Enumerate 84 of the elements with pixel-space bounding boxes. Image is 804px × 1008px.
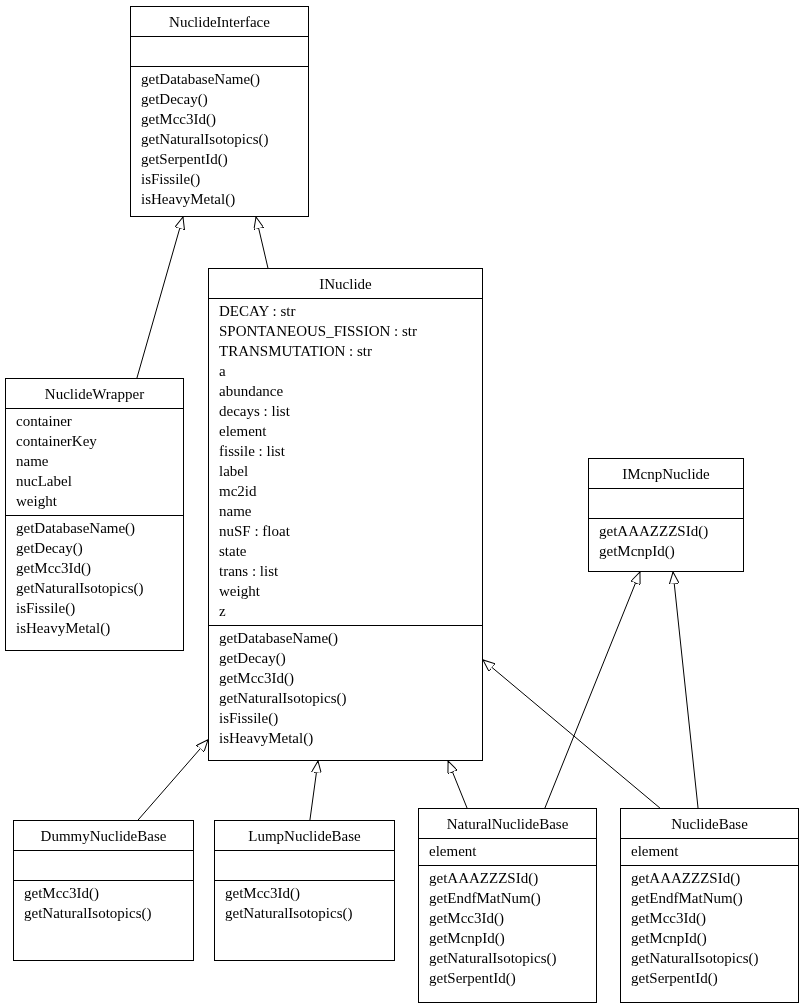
- method-text: getDecay(): [141, 90, 208, 109]
- attribute-text: z: [219, 602, 226, 621]
- class-name: NuclideBase: [671, 815, 748, 834]
- inheritance-arrow: [668, 571, 699, 809]
- method-text: getMcc3Id(): [219, 669, 294, 688]
- method-text: getSerpentId(): [141, 150, 228, 169]
- attribute-text: state: [219, 542, 247, 561]
- inheritance-arrow: [309, 760, 322, 821]
- method-text: getDatabaseName(): [141, 70, 261, 89]
- method-text: getAAAZZZSId(): [429, 869, 539, 888]
- class-box: [214, 820, 395, 961]
- class-name: NaturalNuclideBase: [446, 815, 569, 834]
- method-text: isFissile(): [141, 170, 201, 189]
- class-name: NuclideInterface: [169, 13, 270, 32]
- method-text: getAAAZZZSId(): [599, 522, 709, 541]
- method-text: getDecay(): [219, 649, 286, 668]
- method-text: getMcc3Id(): [225, 884, 300, 903]
- inheritance-arrow: [482, 659, 661, 809]
- method-text: getNaturalIsotopics(): [429, 949, 557, 968]
- method-text: getEndfMatNum(): [429, 889, 541, 908]
- class-name: DummyNuclideBase: [40, 827, 167, 846]
- method-text: getNaturalIsotopics(): [24, 904, 152, 923]
- attribute-text: nucLabel: [16, 472, 72, 491]
- method-text: getDatabaseName(): [16, 519, 136, 538]
- class-box: [208, 268, 483, 761]
- method-text: getMcnpId(): [429, 929, 505, 948]
- attribute-text: element: [429, 842, 477, 861]
- class-name: NuclideWrapper: [44, 385, 145, 404]
- inheritance-arrow: [447, 760, 468, 809]
- method-text: isFissile(): [16, 599, 76, 618]
- attribute-text: name: [219, 502, 252, 521]
- attribute-text: abundance: [219, 382, 284, 401]
- method-text: getSerpentId(): [429, 969, 516, 988]
- attribute-text: weight: [219, 582, 260, 601]
- attribute-text: DECAY : str: [219, 302, 296, 321]
- inheritance-arrow: [136, 216, 185, 379]
- method-text: getSerpentId(): [631, 969, 718, 988]
- attribute-text: a: [219, 362, 226, 381]
- method-text: isHeavyMetal(): [16, 619, 111, 638]
- method-text: getMcc3Id(): [16, 559, 91, 578]
- attribute-text: trans : list: [219, 562, 279, 581]
- attribute-text: container: [16, 412, 72, 431]
- method-text: getNaturalIsotopics(): [225, 904, 353, 923]
- class-box: [620, 808, 799, 1003]
- method-text: getNaturalIsotopics(): [16, 579, 144, 598]
- method-text: getNaturalIsotopics(): [219, 689, 347, 708]
- class-box: [588, 458, 744, 572]
- inheritance-arrow: [253, 216, 269, 269]
- class-box: [5, 378, 184, 651]
- class-name: LumpNuclideBase: [248, 827, 361, 846]
- method-text: getMcc3Id(): [24, 884, 99, 903]
- attribute-text: SPONTANEOUS_FISSION : str: [219, 322, 417, 341]
- inheritance-arrow: [137, 739, 209, 821]
- method-text: getNaturalIsotopics(): [631, 949, 759, 968]
- method-text: getMcnpId(): [631, 929, 707, 948]
- attribute-text: element: [219, 422, 267, 441]
- attribute-text: containerKey: [16, 432, 97, 451]
- attribute-text: decays : list: [219, 402, 290, 421]
- method-text: getMcc3Id(): [141, 110, 216, 129]
- method-text: getEndfMatNum(): [631, 889, 743, 908]
- method-text: isHeavyMetal(): [141, 190, 236, 209]
- attribute-text: mc2id: [219, 482, 257, 501]
- attribute-text: element: [631, 842, 679, 861]
- attribute-text: TRANSMUTATION : str: [219, 342, 372, 361]
- class-box: [130, 6, 309, 217]
- class-box: [418, 808, 597, 1003]
- class-name: IMcnpNuclide: [622, 465, 710, 484]
- class-name: INuclide: [319, 275, 372, 294]
- method-text: getDatabaseName(): [219, 629, 339, 648]
- method-text: getMcc3Id(): [631, 909, 706, 928]
- class-box: [13, 820, 194, 961]
- attribute-text: nuSF : float: [219, 522, 290, 541]
- method-text: getNaturalIsotopics(): [141, 130, 269, 149]
- method-text: getDecay(): [16, 539, 83, 558]
- method-text: isFissile(): [219, 709, 279, 728]
- method-text: getMcnpId(): [599, 542, 675, 561]
- method-text: isHeavyMetal(): [219, 729, 314, 748]
- attribute-text: label: [219, 462, 249, 481]
- inheritance-arrow: [544, 571, 641, 809]
- method-text: getAAAZZZSId(): [631, 869, 741, 888]
- attribute-text: name: [16, 452, 49, 471]
- attribute-text: weight: [16, 492, 57, 511]
- method-text: getMcc3Id(): [429, 909, 504, 928]
- attribute-text: fissile : list: [219, 442, 285, 461]
